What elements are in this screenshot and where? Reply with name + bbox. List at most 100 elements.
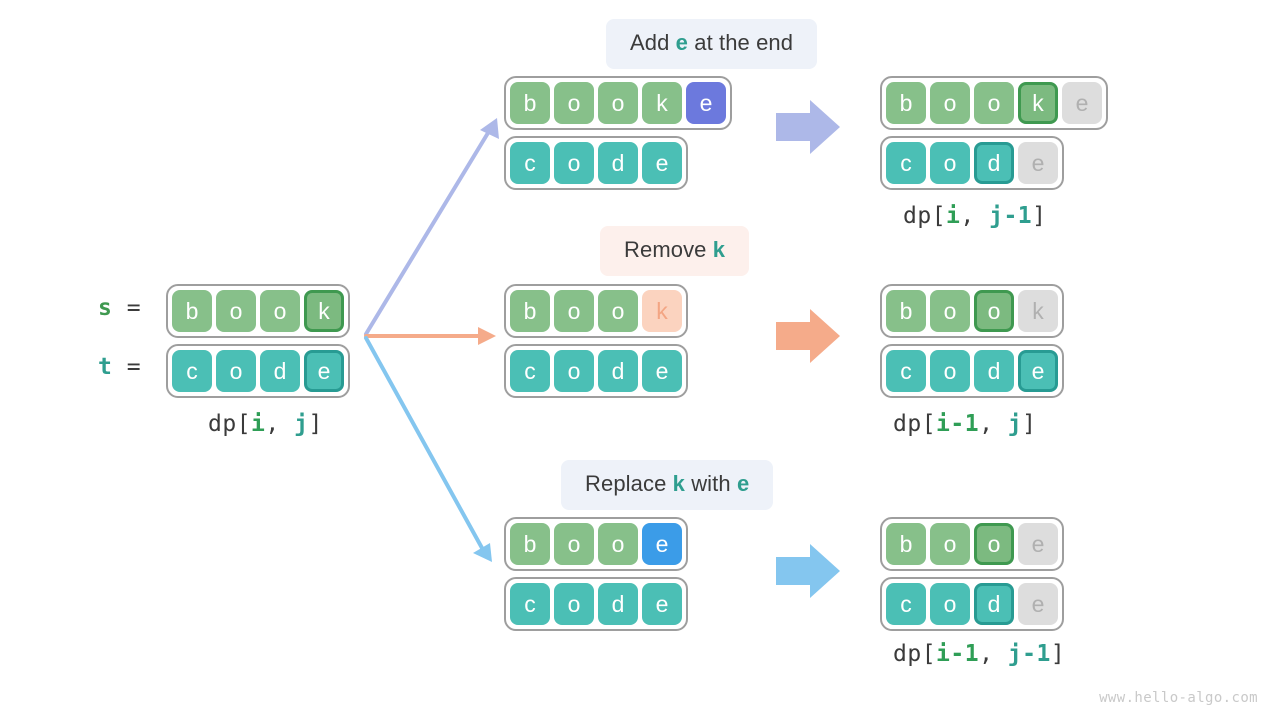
char-cell: e — [1018, 523, 1058, 565]
char-cell: e — [1018, 350, 1058, 392]
operation-label-remove: Remove k — [600, 226, 750, 276]
operation-label-add-after: at the end — [688, 30, 794, 55]
operation-label-add-emph: e — [675, 30, 689, 55]
char-cell: c — [886, 350, 926, 392]
dp-prefix: dp[ — [893, 641, 937, 667]
char-cell: e — [642, 350, 682, 392]
char-cell: o — [974, 82, 1014, 124]
dp-separator: , — [979, 641, 1008, 667]
result-arrow-replace — [776, 544, 840, 598]
dp-separator: , — [265, 411, 295, 437]
dp-suffix: ] — [1050, 641, 1066, 667]
result-arrow-add — [776, 100, 840, 154]
char-cell: c — [886, 142, 926, 184]
dp-separator: , — [960, 203, 990, 229]
source-s-equals: = — [126, 295, 142, 321]
char-cell: b — [172, 290, 212, 332]
source-s-label: s = — [98, 295, 141, 321]
char-cell: d — [260, 350, 300, 392]
char-cell: o — [974, 523, 1014, 565]
source-s-name: s — [98, 295, 113, 321]
dp-index-j: j — [294, 411, 309, 437]
char-cell: c — [886, 583, 926, 625]
dp-index-j: j — [1007, 411, 1023, 437]
char-cell: o — [216, 290, 256, 332]
char-cell: b — [510, 82, 550, 124]
dp-index-j: j-1 — [1007, 641, 1051, 667]
result-arrow-remove — [776, 309, 840, 363]
operation-label-replace: Replace k with e — [561, 460, 774, 510]
char-cell: o — [216, 350, 256, 392]
char-cell: o — [974, 290, 1014, 332]
source-t-label: t = — [98, 354, 141, 380]
replace-dp-caption: dp[i-1, j-1] — [893, 641, 1065, 667]
char-cell: e — [1018, 142, 1058, 184]
char-cell: k — [642, 290, 682, 332]
char-cell: d — [598, 583, 638, 625]
dp-separator: , — [979, 411, 1008, 437]
branch-arrow-replace — [364, 336, 492, 562]
char-cell: o — [598, 523, 638, 565]
dp-index-i: i-1 — [936, 411, 980, 437]
char-cell: b — [886, 290, 926, 332]
branch-arrow-add — [364, 118, 499, 336]
char-cell: c — [510, 142, 550, 184]
char-cell: e — [304, 350, 344, 392]
source-t-name: t — [98, 354, 113, 380]
watermark: www.hello-algo.com — [1099, 690, 1258, 706]
char-cell: o — [260, 290, 300, 332]
dp-index-i: i — [946, 203, 961, 229]
char-cell: k — [1018, 290, 1058, 332]
char-cell: d — [974, 350, 1014, 392]
source-t-equals: = — [126, 354, 142, 380]
char-cell: e — [1018, 583, 1058, 625]
char-cell: b — [510, 523, 550, 565]
dp-prefix: dp[ — [903, 203, 947, 229]
char-cell: k — [1018, 82, 1058, 124]
dp-prefix: dp[ — [893, 411, 937, 437]
char-cell: b — [886, 82, 926, 124]
char-cell: o — [554, 82, 594, 124]
char-cell: e — [1062, 82, 1102, 124]
char-cell: e — [642, 523, 682, 565]
char-cell: o — [930, 583, 970, 625]
add-dp-caption: dp[i, j-1] — [903, 203, 1047, 229]
char-cell: e — [686, 82, 726, 124]
char-cell: d — [974, 583, 1014, 625]
char-cell: c — [172, 350, 212, 392]
dp-suffix: ] — [1032, 203, 1047, 229]
dp-index-i: i-1 — [936, 641, 980, 667]
dp-prefix: dp[ — [208, 411, 252, 437]
char-cell: o — [930, 82, 970, 124]
operation-label-replace-emph2: e — [736, 471, 750, 496]
remove-dp-caption: dp[i-1, j] — [893, 411, 1037, 437]
branch-arrow-remove — [364, 327, 496, 345]
char-cell: o — [930, 350, 970, 392]
operation-label-replace-emph: k — [672, 471, 685, 496]
char-cell: e — [642, 583, 682, 625]
char-cell: d — [598, 350, 638, 392]
char-cell: e — [642, 142, 682, 184]
char-cell: o — [598, 290, 638, 332]
char-cell: o — [930, 142, 970, 184]
char-cell: o — [930, 523, 970, 565]
char-cell: c — [510, 350, 550, 392]
dp-suffix: ] — [1022, 411, 1037, 437]
source-dp-caption: dp[i, j] — [208, 411, 323, 437]
char-cell: c — [510, 583, 550, 625]
